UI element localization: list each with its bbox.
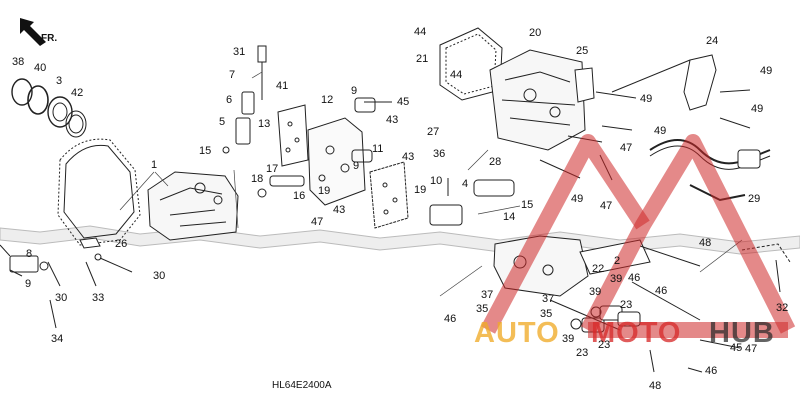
callout-30b[interactable]: 30 (55, 292, 68, 304)
callout-27[interactable]: 27 (427, 126, 440, 138)
callout-22[interactable]: 22 (592, 263, 605, 275)
callout-39b[interactable]: 39 (589, 286, 602, 298)
callout-3[interactable]: 3 (56, 75, 63, 87)
callout-26[interactable]: 26 (115, 238, 128, 250)
callout-32[interactable]: 32 (776, 302, 789, 314)
callout-16[interactable]: 16 (293, 190, 306, 202)
callout-19b[interactable]: 19 (414, 184, 427, 196)
callout-49b[interactable]: 49 (640, 93, 653, 105)
callout-40[interactable]: 40 (34, 62, 47, 74)
callout-15[interactable]: 15 (199, 145, 212, 157)
callout-44b[interactable]: 44 (450, 69, 463, 81)
callout-29[interactable]: 29 (748, 193, 761, 205)
callout-47d[interactable]: 47 (745, 343, 758, 355)
callout-47c[interactable]: 47 (600, 200, 613, 212)
callout-37b[interactable]: 37 (542, 293, 555, 305)
callout-47[interactable]: 47 (311, 216, 324, 228)
callout-12[interactable]: 12 (321, 94, 334, 106)
callout-43[interactable]: 43 (386, 114, 399, 126)
diagram-code-label: HL64E2400A (272, 380, 332, 391)
callout-44[interactable]: 44 (414, 26, 427, 38)
callout-43b[interactable]: 43 (402, 151, 415, 163)
callout-35b[interactable]: 35 (540, 308, 553, 320)
callout-39[interactable]: 39 (610, 273, 623, 285)
callout-18[interactable]: 18 (251, 173, 264, 185)
callout-46d[interactable]: 46 (444, 313, 457, 325)
callout-48[interactable]: 48 (699, 237, 712, 249)
callout-9b[interactable]: 9 (353, 160, 360, 172)
callout-49c[interactable]: 49 (751, 103, 764, 115)
callout-14[interactable]: 14 (503, 211, 516, 223)
callout-30[interactable]: 30 (153, 270, 166, 282)
callout-46[interactable]: 46 (628, 272, 641, 284)
callout-8[interactable]: 8 (26, 248, 33, 260)
callout-28[interactable]: 28 (489, 156, 502, 168)
callout-45b[interactable]: 45 (730, 342, 743, 354)
callout-49d[interactable]: 49 (654, 125, 667, 137)
callout-38[interactable]: 38 (12, 56, 25, 68)
callout-13[interactable]: 13 (258, 118, 271, 130)
callout-19[interactable]: 19 (318, 185, 331, 197)
callout-37[interactable]: 37 (481, 289, 494, 301)
front-direction-arrow-icon (20, 18, 46, 46)
callout-4[interactable]: 4 (462, 178, 469, 190)
callout-9c[interactable]: 9 (25, 278, 32, 290)
callout-43c[interactable]: 43 (333, 204, 346, 216)
callout-23[interactable]: 23 (620, 299, 633, 311)
callout-9[interactable]: 9 (351, 85, 358, 97)
callout-49e[interactable]: 49 (571, 193, 584, 205)
front-direction-label: FR. (41, 33, 58, 44)
callout-17[interactable]: 17 (266, 163, 279, 175)
callout-34[interactable]: 34 (51, 333, 64, 345)
callout-11[interactable]: 11 (372, 143, 384, 155)
callout-42[interactable]: 42 (71, 87, 84, 99)
callout-10[interactable]: 10 (430, 175, 443, 187)
callout-31[interactable]: 31 (233, 46, 246, 58)
callout-24[interactable]: 24 (706, 35, 719, 47)
callout-49[interactable]: 49 (760, 65, 773, 77)
callout-23b[interactable]: 23 (598, 339, 611, 351)
callout-6[interactable]: 6 (226, 94, 233, 106)
callout-15b[interactable]: 15 (521, 199, 534, 211)
callout-41[interactable]: 41 (276, 80, 289, 92)
callout-25[interactable]: 25 (576, 45, 589, 57)
callout-45[interactable]: 45 (397, 96, 410, 108)
callout-20[interactable]: 20 (529, 27, 542, 39)
callout-39c[interactable]: 39 (562, 333, 575, 345)
callout-47b[interactable]: 47 (620, 142, 633, 154)
callout-2[interactable]: 2 (614, 255, 621, 267)
callout-36[interactable]: 36 (433, 148, 446, 160)
callout-21[interactable]: 21 (416, 53, 429, 65)
callout-33[interactable]: 33 (92, 292, 105, 304)
callout-7[interactable]: 7 (229, 69, 236, 81)
callout-35[interactable]: 35 (476, 303, 489, 315)
callout-5[interactable]: 5 (219, 116, 226, 128)
callout-48b[interactable]: 48 (649, 380, 662, 392)
callout-1[interactable]: 1 (151, 159, 158, 171)
callout-46c[interactable]: 46 (705, 365, 718, 377)
callout-46b[interactable]: 46 (655, 285, 668, 297)
callout-23c[interactable]: 23 (576, 347, 589, 359)
